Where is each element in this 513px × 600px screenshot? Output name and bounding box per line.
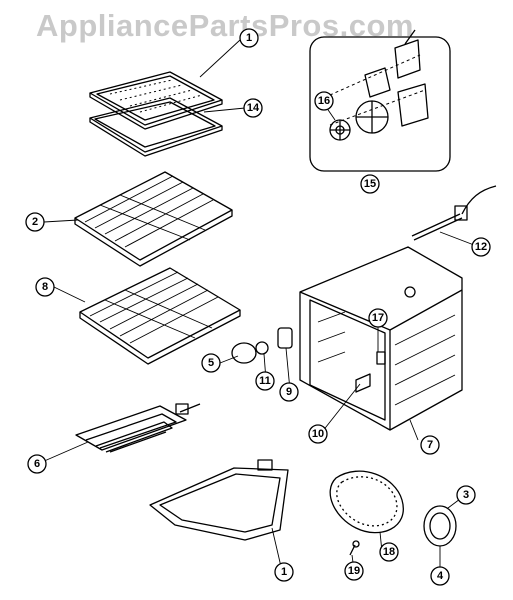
callout-4: 4 xyxy=(437,570,444,582)
broiler-pan-insert xyxy=(89,71,223,130)
callout-circles xyxy=(25,28,491,586)
callout-3: 3 xyxy=(463,489,469,501)
callout-1-bottom: 1 xyxy=(281,566,287,578)
oven-cavity xyxy=(299,246,463,431)
fan-cover-plate xyxy=(329,470,404,534)
callout-6: 6 xyxy=(34,458,40,470)
callout-19: 19 xyxy=(348,565,360,577)
callout-16: 16 xyxy=(318,95,330,107)
leader-lines xyxy=(41,39,475,574)
callout-7: 7 xyxy=(427,439,433,451)
callout-9: 9 xyxy=(286,386,292,398)
convection-kit-box xyxy=(309,36,451,172)
callout-17: 17 xyxy=(372,312,384,324)
callout-2: 2 xyxy=(32,216,38,228)
convection-kit-parts xyxy=(329,29,429,134)
callout-12: 12 xyxy=(475,241,487,253)
callout-11: 11 xyxy=(259,375,271,387)
callout-8: 8 xyxy=(42,281,48,293)
vent-cap xyxy=(423,505,457,547)
callout-1-top: 1 xyxy=(246,32,252,44)
callout-14: 14 xyxy=(247,102,260,114)
screw xyxy=(349,540,360,556)
callout-18: 18 xyxy=(383,546,395,558)
callout-15: 15 xyxy=(364,178,376,190)
callout-5: 5 xyxy=(208,357,214,369)
broil-element xyxy=(75,403,201,453)
oven-light-assembly xyxy=(231,327,293,364)
callout-10: 10 xyxy=(312,428,324,440)
temperature-sensor xyxy=(411,185,497,241)
oven-rack-lower xyxy=(79,267,241,365)
broiler-pan xyxy=(89,97,223,157)
oven-rack-upper xyxy=(74,171,233,267)
fan-blade xyxy=(329,119,351,141)
bake-element xyxy=(149,459,289,541)
